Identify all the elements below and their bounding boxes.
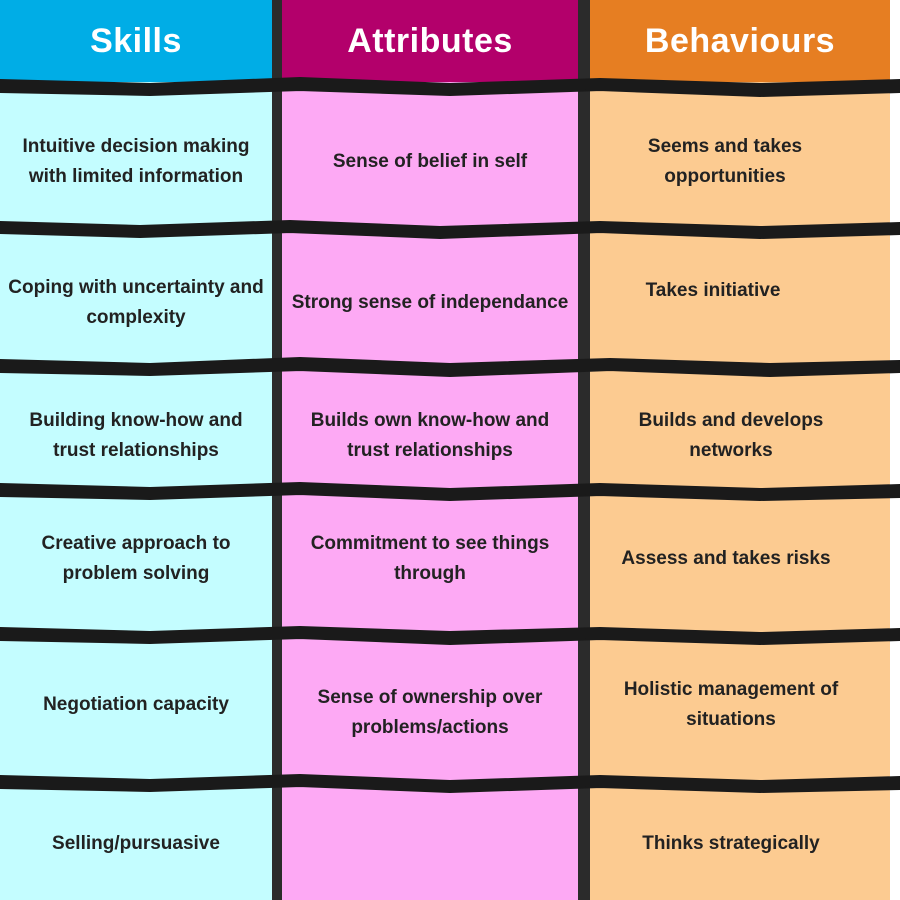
behaviours-cell-6: Thinks strategically	[642, 833, 820, 854]
skills-header: Skills	[0, 0, 272, 82]
right-margin	[890, 0, 900, 900]
attributes-cell-5: Sense of ownership over problems/actions	[317, 687, 543, 738]
attributes-header: Attributes	[282, 0, 578, 82]
behaviours-cell-1: Seems and takes opportunities	[647, 136, 803, 187]
attributes-column	[282, 0, 578, 900]
column-separator-1	[272, 0, 282, 900]
skills-cell-6: Selling/pursuasive	[52, 833, 220, 854]
behaviours-column	[590, 0, 890, 900]
behaviours-cell-5: Holistic management of situations	[623, 679, 839, 730]
skills-cell-5: Negotiation capacity	[43, 694, 229, 715]
skills-cell-2: Coping with uncertainty and complexity	[8, 277, 264, 328]
attributes-cell-3: Builds own know-how and trust relationsh…	[310, 410, 550, 461]
skills-cell-3: Building know-how and trust relationship…	[29, 410, 243, 461]
skills-header-label: Skills	[90, 21, 182, 60]
attributes-cell-4: Commitment to see things through	[310, 533, 550, 584]
behaviours-cell-3: Builds and develops networks	[638, 410, 824, 461]
attributes-cell-1: Sense of belief in self	[332, 151, 528, 172]
attributes-cell-6	[282, 794, 578, 894]
skills-column	[0, 0, 272, 900]
skills-cell-1: Intuitive decision making with limited i…	[22, 136, 250, 187]
attributes-cell-2: Strong sense of independance	[291, 292, 569, 313]
behaviours-header: Behaviours	[590, 0, 890, 82]
behaviours-cell-4: Assess and takes risks	[621, 548, 831, 569]
column-separator-2	[578, 0, 590, 900]
behaviours-header-label: Behaviours	[644, 21, 836, 60]
behaviours-cell-2: Takes initiative	[645, 280, 781, 301]
attributes-header-label: Attributes	[347, 21, 513, 60]
skills-cell-4: Creative approach to problem solving	[41, 533, 231, 584]
